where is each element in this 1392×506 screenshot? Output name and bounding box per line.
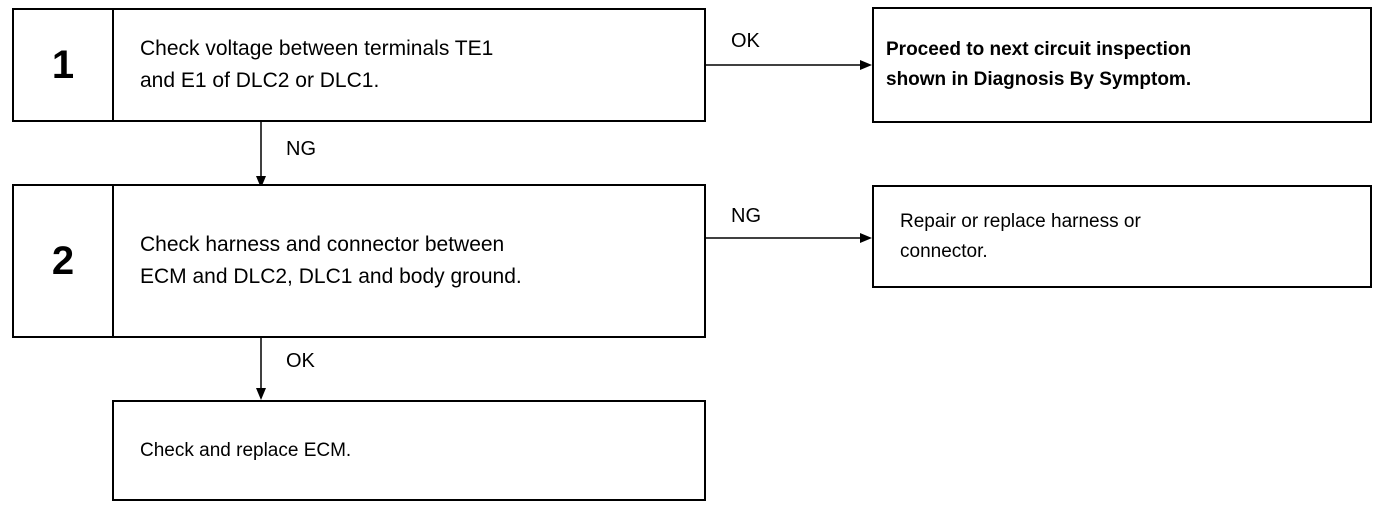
- step-2-text: Check harness and connector between ECM …: [140, 233, 522, 288]
- step-1-ok-label: OK: [731, 30, 760, 52]
- step-1-text: Check voltage between terminals TE1 and …: [140, 37, 494, 92]
- repair-outcome-text: Repair or replace harness or connector.: [900, 210, 1141, 262]
- arrowhead-replace: [256, 388, 266, 400]
- proceed-outcome-text: Proceed to next circuit inspection shown…: [886, 39, 1192, 90]
- step-2-number: 2: [14, 186, 114, 336]
- step-1-box: 1 Check voltage between terminals TE1 an…: [12, 8, 706, 122]
- step-2-box: 2 Check harness and connector between EC…: [12, 184, 706, 338]
- step-2-ng-label: NG: [731, 205, 761, 227]
- replace-ecm-box: Check and replace ECM.: [112, 400, 706, 501]
- arrowhead-proceed: [860, 60, 872, 70]
- repair-outcome-box: Repair or replace harness or connector.: [872, 185, 1372, 288]
- step-1-number: 1: [14, 10, 114, 120]
- arrowhead-repair: [860, 233, 872, 243]
- step-1-ng-label: NG: [286, 138, 316, 160]
- step-2-ok-label: OK: [286, 350, 315, 372]
- proceed-outcome-box: Proceed to next circuit inspection shown…: [872, 7, 1372, 123]
- replace-ecm-text: Check and replace ECM.: [140, 439, 352, 461]
- arrowhead-step2: [256, 176, 266, 188]
